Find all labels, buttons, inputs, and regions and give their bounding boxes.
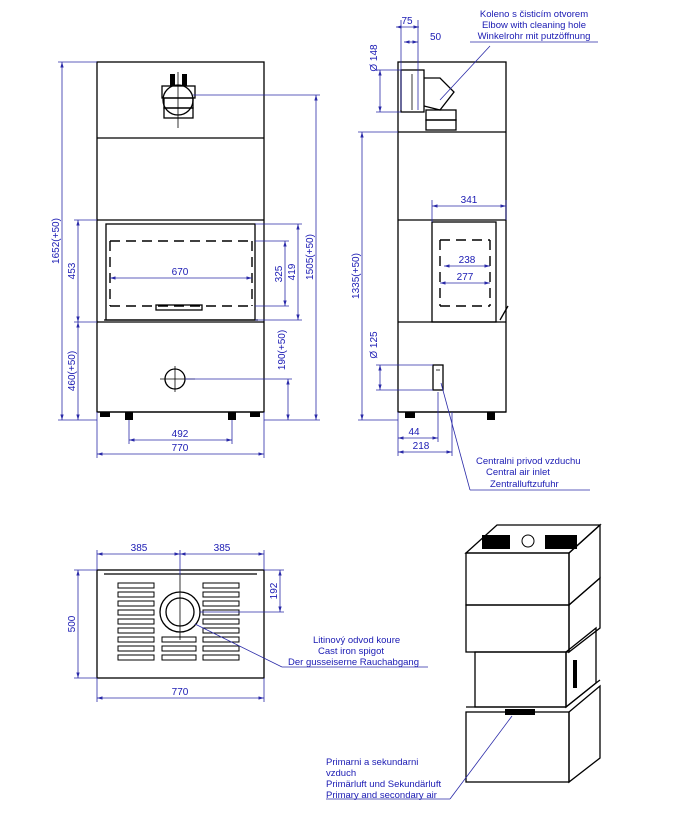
iso-air-label-de: Primärluft und Sekundärluft — [326, 779, 441, 790]
isometric-view: Primarni a sekundarni vzduch Primärluft … — [326, 523, 602, 801]
dim-d125: Ø 125 — [369, 331, 380, 359]
iso-air-label-cz2: vzduch — [326, 768, 356, 779]
dim-top-offset: 192 — [269, 582, 280, 599]
dim-axis-height: 1505(+50) — [305, 234, 316, 280]
air-label-en: Central air inlet — [486, 467, 550, 478]
dim-bottom-height: 460(+50) — [67, 351, 78, 391]
top-outline — [96, 569, 265, 679]
iso-air-label-cz: Primarni a sekundarni — [326, 757, 418, 768]
top-grille-left — [117, 582, 155, 661]
dim-44: 44 — [408, 427, 420, 438]
elbow-label-de: Winkelrohr mit putzöffnung — [478, 31, 591, 42]
dim-inlet-height: 190(+50) — [277, 330, 288, 370]
elbow-icon — [400, 69, 457, 131]
dim-50: 50 — [430, 32, 442, 43]
front-view: 1652(+50) 453 460(+50) 670 325 419 1505(… — [51, 61, 320, 458]
dim-top-depth: 500 — [67, 615, 78, 632]
top-view: 385 385 500 192 770 Litinový odvod koure… — [67, 543, 428, 702]
dim-top-right: 385 — [214, 543, 231, 554]
grate-handle — [155, 304, 203, 311]
dim-front-width: 770 — [172, 443, 189, 454]
dim-277: 277 — [457, 272, 474, 283]
spigot-label-cz: Litinový odvod koure — [313, 635, 400, 646]
dim-glass-height: 453 — [67, 262, 78, 279]
dim-238: 238 — [459, 255, 476, 266]
side-body-outline — [397, 61, 507, 413]
door-handle — [499, 305, 509, 321]
dim-218: 218 — [413, 441, 430, 452]
iso-air-label-en: Primary and secondary air — [326, 790, 437, 801]
dim-top-left: 385 — [131, 543, 148, 554]
dim-opening-h1: 325 — [274, 265, 285, 282]
dim-top-width: 770 — [172, 687, 189, 698]
dim-1335: 1335(+50) — [351, 253, 362, 299]
flue-outlet-icon — [161, 72, 196, 128]
side-inlet-icon — [432, 364, 444, 391]
dim-341: 341 — [461, 195, 478, 206]
dim-total-height: 1652(+50) — [51, 218, 62, 264]
spigot-label-en: Cast iron spigot — [318, 646, 384, 657]
dim-feet-spacing: 492 — [172, 429, 189, 440]
side-view: 75 50 Ø 148 341 238 277 1335(+50) Ø 125 … — [351, 9, 598, 491]
dim-d148: Ø 148 — [369, 44, 380, 72]
cast-iron-spigot-icon — [159, 575, 201, 640]
elbow-label-en: Elbow with cleaning hole — [482, 20, 586, 31]
top-grille-right — [202, 582, 240, 661]
side-glass — [431, 221, 497, 323]
air-label-de: Zentralluftzufuhr — [490, 479, 559, 490]
top-grille-middle — [161, 636, 197, 661]
dim-opening-h2: 419 — [287, 263, 298, 280]
air-label-cz: Centralni privod vzduchu — [476, 456, 581, 467]
spigot-label-de: Der gusseiserne Rauchabgang — [288, 657, 419, 668]
dim-opening-width: 670 — [172, 267, 189, 278]
dim-75: 75 — [401, 16, 413, 27]
elbow-label-cz: Koleno s čisticím otvorem — [480, 9, 588, 20]
